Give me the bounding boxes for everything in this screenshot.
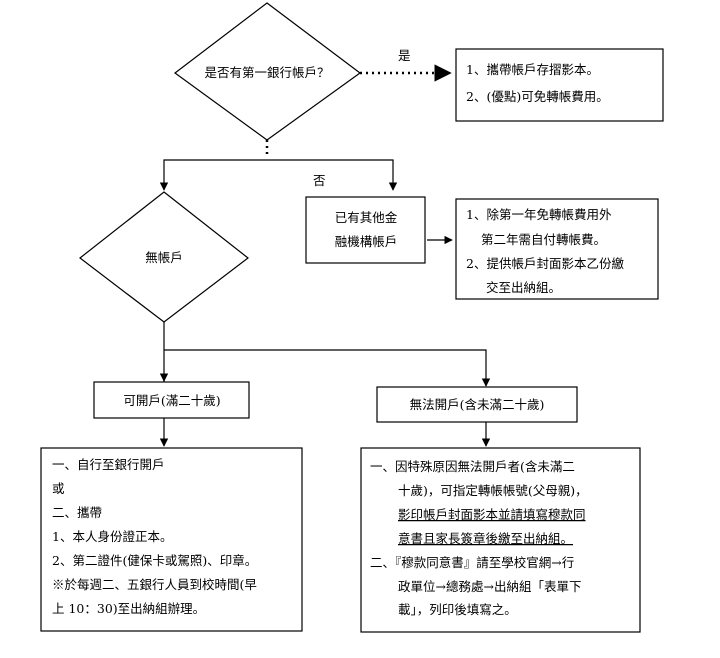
box-other-bank-note-line-4: 交至出納組。 [486, 280, 561, 295]
diamond-no-account-label: 無帳戶 [145, 250, 183, 265]
box-can-open-detail: 一、自行至銀行開戶 或 二、攜帶 1、本人身份證正本。 2、第二證件(健保卡或駕… [40, 447, 303, 632]
box-cannot-open-detail-line-5: 二、『穆款同意書』請至學校官網→行 [370, 555, 574, 570]
edge-yes-label: 是 [398, 48, 411, 63]
box-cannot-open-detail: 一、因特殊原因無法開戶者(含未滿二 十歲)，可指定轉帳帳號(父母親)， 影印帳戶… [360, 447, 641, 633]
box-can-open-detail-line-1: 一、自行至銀行開戶 [52, 457, 165, 472]
box-can-open-label: 可開戶(滿二十歲) [123, 393, 220, 408]
box-other-bank-note-line-2: 第二年需自付轉帳費。 [481, 232, 606, 247]
box-can-open-detail-line-5: 2、第二證件(健保卡或駕照)、印章。 [52, 553, 257, 568]
edge-to-cannot-open [164, 349, 487, 385]
box-can-open-detail-line-4: 1、本人身份證正本。 [52, 529, 172, 544]
box-other-bank-note: 1、除第一年免轉帳費用外 第二年需自付轉帳費。 2、提供帳戶封面影本乙份繳 交至… [455, 198, 659, 300]
diamond-first-bank-label: 是否有第一銀行帳戶？ [204, 65, 329, 80]
edge-split [163, 159, 394, 189]
box-other-bank-note-line-3: 2、提供帳戶封面影本乙份繳 [466, 256, 624, 271]
box-can-open: 可開戶(滿二十歲) [93, 381, 250, 419]
box-cannot-open-detail-line-6: 政單位→總務處→出納組「表單下 [398, 579, 581, 594]
box-cannot-open-detail-line-7: 載」，列印後填寫之。 [398, 602, 517, 617]
box-has-account-line-2: 2、(優點)可免轉帳費用。 [466, 89, 609, 104]
box-can-open-detail-line-3: 二、攜帶 [52, 505, 102, 520]
box-cannot-open-label: 無法開戶(含未滿二十歲) [410, 397, 545, 412]
diamond-first-bank: 是否有第一銀行帳戶？ [173, 2, 362, 141]
diamond-no-account: 無帳戶 [79, 191, 249, 323]
box-other-bank-note-line-1: 1、除第一年免轉帳費用外 [466, 207, 612, 222]
box-cannot-open-detail-line-1: 一、因特殊原因無法開戶者(含未滿二 [370, 459, 575, 474]
box-other-bank-line-2: 融機構帳戶 [335, 234, 398, 249]
box-cannot-open-detail-line-2: 十歲)，可指定轉帳帳號(父母親)， [398, 483, 588, 498]
box-cannot-open-detail-line-4: 意書且家長簽章後繳至出納組。 [398, 531, 573, 546]
box-can-open-detail-line-2: 或 [52, 481, 65, 496]
box-cannot-open: 無法開戶(含未滿二十歲) [376, 386, 578, 423]
box-cannot-open-detail-line-3: 影印帳戶封面影本並請填寫穆款同 [398, 507, 586, 522]
edge-no-label: 否 [313, 173, 326, 188]
box-other-bank: 已有其他金 融機構帳戶 [305, 196, 426, 264]
box-can-open-detail-line-7: 上 10：30)至出納組辦理。 [52, 601, 205, 616]
box-can-open-detail-line-6: ※於每週二、五銀行人員到校時間(早 [52, 577, 257, 592]
box-other-bank-line-1: 已有其他金 [335, 210, 398, 225]
box-has-account: 1、攜帶帳戶存摺影本。 2、(優點)可免轉帳費用。 [455, 48, 664, 122]
box-has-account-line-1: 1、攜帶帳戶存摺影本。 [466, 62, 599, 77]
